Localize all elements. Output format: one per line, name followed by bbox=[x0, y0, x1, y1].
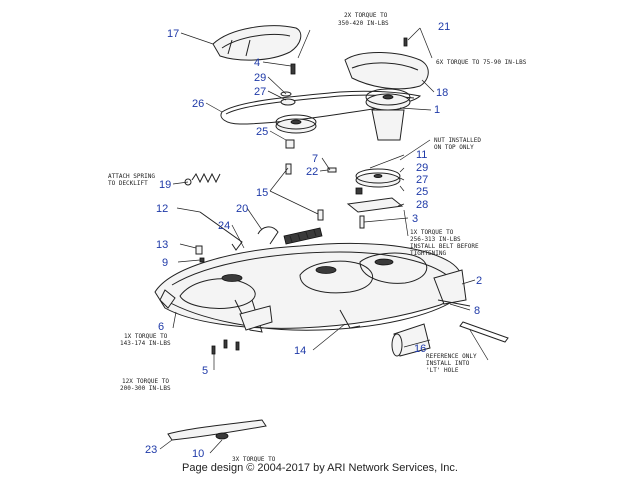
spacer-15b bbox=[317, 209, 324, 221]
note-75-90: 6X TORQUE TO 75-90 IN-LBS bbox=[436, 59, 527, 66]
idler-pulley bbox=[346, 168, 404, 213]
callout-28[interactable]: 28 bbox=[416, 199, 428, 211]
callout-25b[interactable]: 25 bbox=[416, 186, 428, 198]
callout-15[interactable]: 15 bbox=[256, 187, 268, 199]
callout-16[interactable]: 16 bbox=[414, 343, 426, 355]
bolt-4 bbox=[290, 63, 296, 75]
nut-9 bbox=[199, 257, 205, 263]
callout-3[interactable]: 3 bbox=[412, 213, 418, 225]
anti-scalp-roller bbox=[391, 323, 431, 357]
callout-12[interactable]: 12 bbox=[156, 203, 168, 215]
tension-spring bbox=[184, 172, 221, 186]
callout-26[interactable]: 26 bbox=[192, 98, 204, 110]
callout-8[interactable]: 8 bbox=[474, 305, 480, 317]
callout-9[interactable]: 9 bbox=[162, 257, 168, 269]
note-350-420-line1: 2X TORQUE TO bbox=[344, 12, 388, 19]
callout-5[interactable]: 5 bbox=[202, 365, 208, 377]
bolt-21 bbox=[403, 37, 408, 47]
note-3x-torque: 3X TORQUE TO bbox=[232, 456, 276, 463]
plug-13 bbox=[195, 245, 203, 255]
note-reference-line2: INSTALL INTO bbox=[426, 360, 470, 367]
note-nut-line1: NUT INSTALLED bbox=[434, 137, 481, 144]
callout-11[interactable]: 11 bbox=[416, 149, 427, 161]
note-nut-line2: ON TOP ONLY bbox=[434, 144, 474, 151]
spindle-cover-left bbox=[212, 25, 302, 61]
callout-18[interactable]: 18 bbox=[436, 87, 448, 99]
reference-handle bbox=[459, 321, 509, 343]
callout-21[interactable]: 21 bbox=[438, 21, 450, 33]
callout-27a[interactable]: 27 bbox=[254, 86, 266, 98]
note-256-313-line4: TIGHTENING bbox=[410, 250, 447, 257]
note-143-174-line2: 143-174 IN-LBS bbox=[120, 340, 171, 347]
callout-7[interactable]: 7 bbox=[312, 153, 318, 165]
callout-19[interactable]: 19 bbox=[159, 179, 171, 191]
note-reference-line3: 'LT' HOLE bbox=[426, 367, 459, 374]
note-reference-line1: REFERENCE ONLY bbox=[426, 353, 477, 360]
callout-10[interactable]: 10 bbox=[192, 448, 204, 460]
copyright-footer: Page design © 2004-2017 by ARI Network S… bbox=[182, 462, 458, 474]
note-200-300-line2: 200-300 IN-LBS bbox=[120, 385, 171, 392]
gauge-rod bbox=[437, 299, 471, 307]
note-spring-line1: ATTACH SPRING bbox=[108, 173, 155, 180]
callout-4[interactable]: 4 bbox=[254, 57, 260, 69]
pulley-left bbox=[275, 98, 317, 134]
callout-2[interactable]: 2 bbox=[476, 275, 482, 287]
idler-arm bbox=[257, 226, 279, 245]
callout-27b[interactable]: 27 bbox=[416, 174, 428, 186]
callout-25a[interactable]: 25 bbox=[256, 126, 268, 138]
note-256-313-line2: 256-313 IN-LBS bbox=[410, 236, 461, 243]
leader-lines bbox=[159, 27, 489, 454]
washer-29a bbox=[280, 91, 292, 97]
spindle-cover-right bbox=[344, 52, 429, 90]
idler-bracket bbox=[199, 211, 243, 251]
spacer-25a bbox=[285, 139, 295, 149]
callout-13[interactable]: 13 bbox=[156, 239, 168, 251]
note-200-300-line1: 12X TORQUE TO bbox=[122, 378, 169, 385]
callout-20[interactable]: 20 bbox=[236, 203, 248, 215]
note-143-174-line1: 1X TORQUE TO bbox=[124, 333, 168, 340]
callout-29a[interactable]: 29 bbox=[254, 72, 266, 84]
callout-6[interactable]: 6 bbox=[158, 321, 164, 333]
deck-side-bracket bbox=[433, 269, 467, 305]
callout-1[interactable]: 1 bbox=[434, 104, 440, 116]
mower-blade bbox=[167, 419, 267, 441]
note-350-420-line2: 350-420 IN-LBS bbox=[338, 20, 389, 27]
pulley-right bbox=[365, 88, 411, 141]
callout-23[interactable]: 23 bbox=[145, 444, 157, 456]
callout-29b[interactable]: 29 bbox=[416, 162, 428, 174]
callout-17[interactable]: 17 bbox=[167, 28, 179, 40]
mower-deck-housing bbox=[154, 242, 463, 333]
spacer-15 bbox=[285, 163, 292, 175]
note-256-313-line3: INSTALL BELT BEFORE bbox=[410, 243, 479, 250]
note-256-313-line1: 1X TORQUE TO bbox=[410, 229, 454, 236]
front-bracket bbox=[239, 305, 273, 331]
callout-14[interactable]: 14 bbox=[294, 345, 306, 357]
deck-bolts bbox=[211, 339, 240, 355]
annotation-notes: 2X TORQUE TO 350-420 IN-LBS 6X TORQUE TO… bbox=[108, 12, 527, 463]
callout-22[interactable]: 22 bbox=[306, 166, 318, 178]
part-callouts: 1 2 3 4 5 6 7 8 9 10 11 12 13 14 15 16 1… bbox=[145, 21, 482, 460]
note-spring-line2: TO DECKLIFT bbox=[108, 180, 148, 187]
idler-spring bbox=[283, 227, 323, 245]
callout-24[interactable]: 24 bbox=[218, 220, 230, 232]
bolt-3 bbox=[359, 215, 365, 229]
